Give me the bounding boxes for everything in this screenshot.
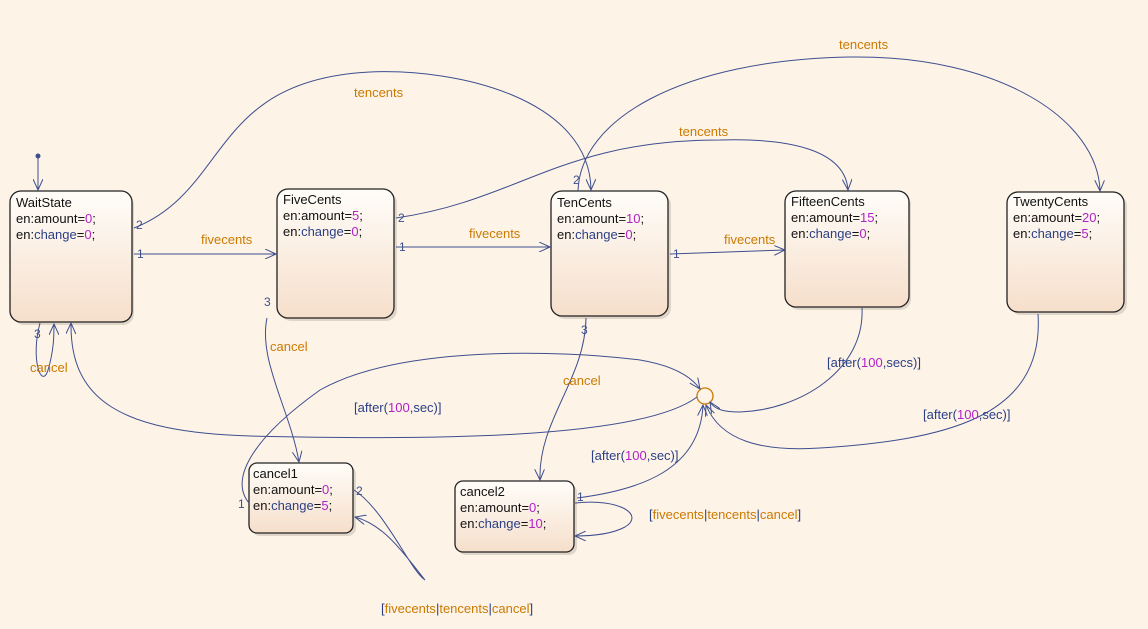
state-name: FifteenCents [791, 194, 865, 209]
transition-ten-to-twenty[interactable]: 2 tencents [573, 37, 1100, 191]
entry-amount: en:amount=0; [460, 500, 540, 515]
svg-text:1: 1 [399, 240, 406, 254]
svg-text:3: 3 [34, 327, 41, 341]
state-FiveCents[interactable]: FiveCents en:amount=5; en:change=0; [276, 188, 397, 321]
transition-label: cancel [563, 373, 601, 388]
entry-amount: en:amount=0; [253, 482, 333, 497]
transition-cancel2-to-junction[interactable]: [after(100,sec)] [576, 405, 703, 499]
entry-amount: en:amount=10; [557, 211, 644, 226]
state-name: TwentyCents [1013, 194, 1089, 209]
svg-text:2: 2 [573, 173, 580, 187]
state-name: FiveCents [283, 192, 342, 207]
state-name: cancel2 [460, 484, 505, 499]
entry-change: en:change=0; [16, 227, 95, 242]
transition-label: tencents [679, 124, 729, 139]
entry-amount: en:amount=20; [1013, 210, 1100, 225]
transition-label: [fivecents|tencents|cancel] [381, 601, 533, 616]
svg-text:3: 3 [581, 323, 588, 337]
svg-text:1: 1 [137, 247, 144, 261]
svg-text:1: 1 [673, 247, 680, 261]
entry-change: en:change=5; [1013, 226, 1092, 241]
transition-label: fivecents [469, 226, 521, 241]
svg-text:3: 3 [264, 295, 271, 309]
state-WaitState[interactable]: WaitState en:amount=0; en:change=0; [9, 190, 134, 325]
transition-wait-to-five[interactable]: 1 fivecents [134, 232, 276, 261]
state-FifteenCents[interactable]: FifteenCents en:amount=15; en:change=0; [784, 190, 911, 310]
transition-label: tencents [839, 37, 889, 52]
connective-junction[interactable] [696, 387, 714, 405]
default-transition-dot [35, 153, 41, 159]
transition-fifteen-to-junction[interactable]: [after(100,secs)] [710, 307, 921, 412]
transition-label: [after(100,sec)] [354, 400, 442, 415]
svg-text:2: 2 [356, 484, 363, 498]
entry-change: en:change=5; [253, 498, 332, 513]
state-name: TenCents [557, 195, 612, 210]
default-transition[interactable] [35, 153, 41, 191]
transition-ten-to-cancel2[interactable]: 3 cancel [540, 317, 601, 480]
transition-label: [after(100,secs)] [827, 355, 921, 370]
transition-junction-to-wait[interactable] [71, 323, 698, 439]
transition-twenty-to-junction[interactable]: [after(100,sec)] [706, 313, 1039, 450]
entry-change: en:change=10; [460, 516, 546, 531]
transition-label: tencents [354, 85, 404, 100]
state-cancel2[interactable]: cancel2 en:amount=0; en:change=10; [454, 480, 577, 555]
entry-amount: en:amount=0; [16, 211, 96, 226]
transition-ten-to-fifteen[interactable]: 1 fivecents [669, 232, 785, 261]
svg-text:1: 1 [577, 490, 584, 504]
transition-label: [after(100,sec)] [923, 407, 1011, 422]
state-TenCents[interactable]: TenCents en:amount=10; en:change=0; [550, 190, 671, 319]
transition-label: [fivecents|tencents|cancel] [649, 507, 801, 522]
svg-text:2: 2 [398, 211, 405, 225]
transition-cancel2-self[interactable]: 1 [fivecents|tencents|cancel] [575, 490, 801, 536]
transition-wait-self-cancel[interactable]: 3 cancel [30, 322, 68, 377]
state-TwentyCents[interactable]: TwentyCents en:amount=20; en:change=5; [1006, 191, 1127, 315]
entry-change: en:change=0; [791, 226, 870, 241]
transition-five-to-ten[interactable]: 1 fivecents [396, 226, 550, 254]
transition-label: cancel [270, 339, 308, 354]
entry-amount: en:amount=5; [283, 208, 363, 223]
transition-five-to-fifteen[interactable]: 2 tencents [395, 124, 848, 225]
state-name: WaitState [16, 195, 72, 210]
transition-label: fivecents [201, 232, 253, 247]
transition-label: cancel [30, 360, 68, 375]
transition-label: [after(100,sec)] [591, 448, 679, 463]
transition-five-to-cancel1[interactable]: 3 cancel [264, 295, 308, 462]
state-cancel1[interactable]: cancel1 en:amount=0; en:change=5; [248, 462, 356, 536]
entry-amount: en:amount=15; [791, 210, 878, 225]
entry-change: en:change=0; [283, 224, 362, 239]
transition-cancel1-self[interactable]: 2 [fivecents|tencents|cancel] [353, 484, 533, 616]
svg-text:2: 2 [136, 218, 143, 232]
entry-change: en:change=0; [557, 227, 636, 242]
transition-cancel1-to-junction[interactable]: 1 [after(100,sec)] [238, 352, 700, 511]
transition-wait-to-ten[interactable]: 2 tencents [133, 71, 591, 232]
svg-text:1: 1 [238, 497, 245, 511]
transition-label: fivecents [724, 232, 776, 247]
state-name: cancel1 [253, 466, 298, 481]
